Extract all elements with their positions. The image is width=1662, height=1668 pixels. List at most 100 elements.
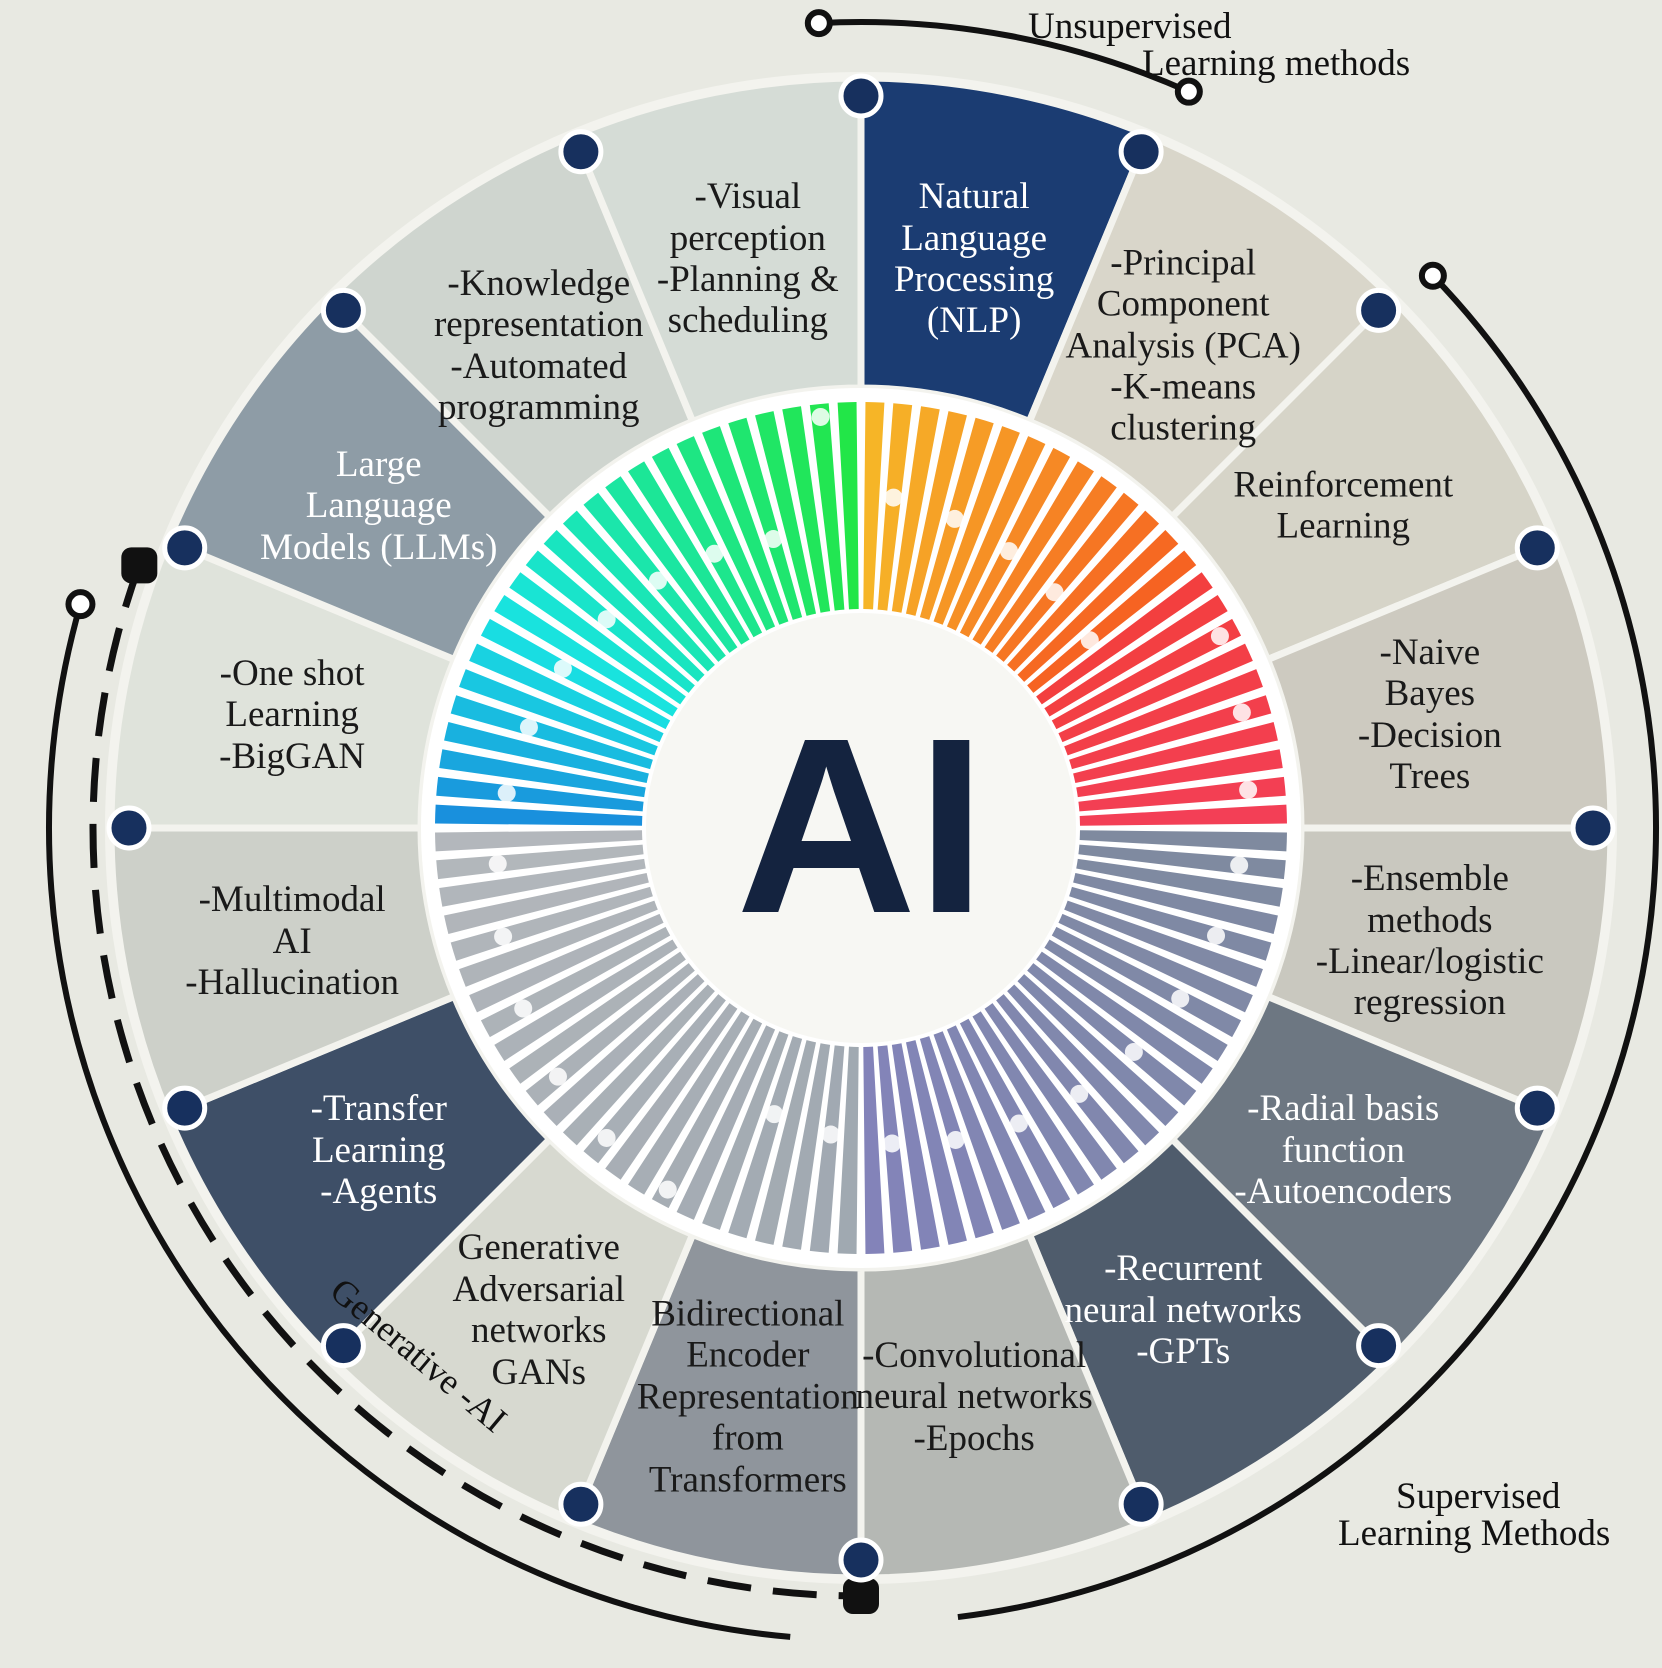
gradient-spoke xyxy=(891,1043,940,1250)
node-dot xyxy=(320,1323,366,1369)
supervised-line-2: Learning Methods xyxy=(1338,1513,1611,1554)
gradient-spoke xyxy=(605,476,738,653)
gradient-spoke xyxy=(809,1045,845,1253)
segment-label-line: Analysis (PCA) xyxy=(1065,325,1301,367)
gradient-spoke xyxy=(435,804,643,826)
gradient-spoke xyxy=(444,722,649,784)
spoke-highlight-dot xyxy=(883,1134,902,1153)
gradient-spoke xyxy=(1079,830,1287,852)
segment-label-line: Bidirectional xyxy=(651,1293,845,1335)
supervised-line-1: Supervised xyxy=(1396,1476,1561,1517)
gradient-spoke xyxy=(984,476,1117,653)
gradient-spoke xyxy=(1073,872,1278,934)
gradient-spoke xyxy=(1036,951,1213,1084)
segment-label-line: -Recurrent xyxy=(1104,1248,1263,1290)
segment-label-line: Adversarial xyxy=(452,1268,626,1310)
gradient-spoke xyxy=(1017,974,1179,1127)
segment-label-line: clustering xyxy=(1110,407,1257,449)
gradient-spoke xyxy=(494,595,678,717)
gradient-spoke xyxy=(755,1040,817,1245)
spoke-highlight-dot xyxy=(1009,1114,1028,1133)
gradient-spoke xyxy=(439,749,646,798)
gradient-spoke xyxy=(543,974,705,1127)
gradient-spoke xyxy=(1058,913,1253,1013)
segment-label-line: scheduling xyxy=(667,300,828,342)
spoke-highlight-dot xyxy=(1232,703,1251,722)
segment-label-line: -Automated xyxy=(450,345,628,387)
spoke-highlight-dot xyxy=(765,1105,784,1124)
spoke-highlight-dot xyxy=(1124,1042,1143,1061)
segment-label-line: regression xyxy=(1353,982,1506,1024)
spoke-highlight-dot xyxy=(1000,542,1019,561)
gradient-spoke xyxy=(837,402,859,610)
gradient-spoke xyxy=(946,436,1046,631)
gradient-spoke xyxy=(755,411,817,616)
segment-label-line: representation xyxy=(433,304,644,346)
supervised-learning-label: Supervised Learning Methods xyxy=(1338,1478,1610,1552)
spoke-highlight-dot xyxy=(705,544,724,563)
segment-label-line: neural networks xyxy=(855,1376,1093,1418)
gradient-spoke xyxy=(651,447,763,638)
spoke-highlight-dot xyxy=(597,610,616,629)
spoke-highlight-dot xyxy=(488,854,507,873)
segment-label-line: Encoder xyxy=(686,1334,810,1376)
segment-label-line: (NLP) xyxy=(926,300,1022,342)
gradient-spoke xyxy=(905,1040,967,1245)
bracket-end-circle xyxy=(804,9,833,38)
gradient-spoke xyxy=(996,994,1139,1164)
gradient-spoke xyxy=(984,1003,1117,1180)
gradient-spoke xyxy=(1078,776,1286,812)
spoke-highlight-dot xyxy=(553,659,572,678)
gradient-spoke xyxy=(583,994,726,1164)
supervised-bracket-arc xyxy=(957,273,1659,1621)
generative-outer-arc xyxy=(46,603,791,1640)
segment-label-line: Component xyxy=(1096,283,1270,325)
segment-label-line: networks xyxy=(470,1310,607,1352)
spoke-highlight-dot xyxy=(764,530,783,549)
segment-layer xyxy=(105,72,1617,1584)
segment-label-line: -Multimodal xyxy=(198,878,386,920)
segment-label-line: -One shot xyxy=(219,652,365,694)
gradient-spoke xyxy=(1044,939,1228,1061)
gradient-spoke xyxy=(509,572,686,705)
node-dot xyxy=(1356,287,1402,333)
spoke-highlight-dot xyxy=(519,718,538,737)
spoke-highlight-dot xyxy=(821,1125,840,1144)
node-dot xyxy=(558,1481,604,1527)
bracket-end-square xyxy=(843,1578,879,1614)
gradient-spoke xyxy=(1051,926,1242,1038)
node-dot xyxy=(106,805,152,851)
gradient-spoke xyxy=(562,984,715,1146)
segment-label-line: Natural xyxy=(918,176,1030,218)
segment-label-line: perception xyxy=(669,217,826,259)
gradient-spoke xyxy=(933,1031,1020,1230)
gradient-spoke xyxy=(469,913,664,1013)
node-dot xyxy=(558,129,604,175)
bracket-layer xyxy=(46,9,1659,1640)
segment-label-line: AI xyxy=(272,920,312,962)
segment-label-line: Language xyxy=(901,217,1048,259)
gradient-spoke xyxy=(509,951,686,1084)
gradient-spoke xyxy=(676,436,776,631)
gradient-spoke xyxy=(1027,963,1197,1106)
gradient-spoke xyxy=(877,403,913,611)
segment-label-line: -K-means xyxy=(1110,366,1257,408)
spoke-highlight-dot xyxy=(946,1130,965,1149)
gradient-spoke xyxy=(996,492,1139,662)
spoke-highlight-dot xyxy=(658,1180,677,1199)
spoke-highlight-dot xyxy=(497,784,516,803)
segment-label-line: Learning xyxy=(1276,505,1411,547)
gradient-spoke xyxy=(435,830,643,852)
bracket-end-circle xyxy=(1418,261,1447,290)
unsupervised-bracket-arc xyxy=(818,19,1191,95)
segment-label-line: -Knowledge xyxy=(447,262,631,304)
spoke-highlight-dot xyxy=(945,509,964,528)
gradient-spoke xyxy=(459,900,658,987)
generative-dashed-arc xyxy=(89,564,862,1600)
segment-label-line: -BigGAN xyxy=(219,735,366,777)
